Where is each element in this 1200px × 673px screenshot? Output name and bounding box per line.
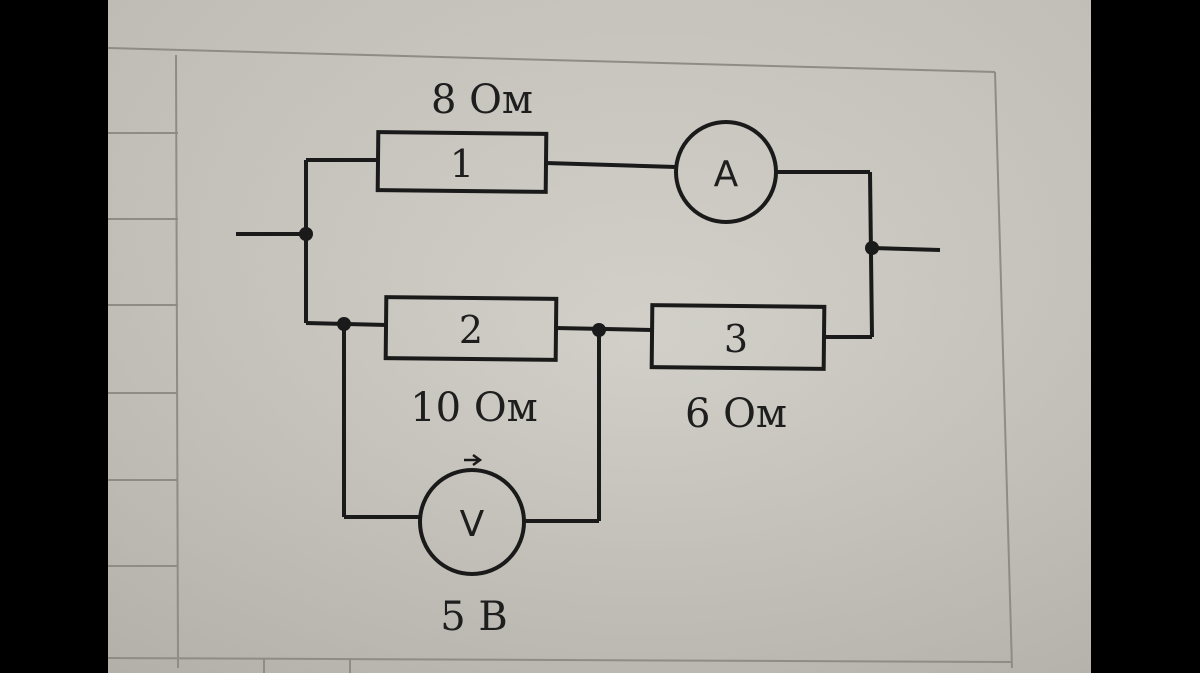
voltmeter: V 5 В xyxy=(418,453,526,640)
resistor-1: 1 8 Ом xyxy=(375,77,549,194)
resistor-1-number: 1 xyxy=(450,142,474,186)
voltmeter-reading: 5 В xyxy=(440,594,508,640)
resistor-2-value: 10 Ом xyxy=(410,385,538,431)
resistor-2: 2 10 Ом xyxy=(383,295,559,431)
resistor-3-number: 3 xyxy=(724,317,748,361)
junction-node-voltmeter-left xyxy=(337,317,351,331)
resistor-2-number: 2 xyxy=(459,308,483,352)
ammeter: A xyxy=(674,120,778,224)
junction-node-voltmeter-right xyxy=(592,323,606,337)
junction-node-right xyxy=(865,241,879,255)
page-grid xyxy=(107,47,1013,673)
resistor-3-value: 6 Ом xyxy=(685,391,787,437)
voltmeter-symbol: V xyxy=(460,504,485,545)
circuit-wires xyxy=(236,158,941,523)
resistor-3: 3 6 Ом xyxy=(649,303,827,437)
junction-node-left xyxy=(299,227,313,241)
ammeter-symbol: A xyxy=(714,154,739,195)
arrow-icon xyxy=(464,453,483,467)
resistor-1-value: 8 Ом xyxy=(431,77,533,123)
